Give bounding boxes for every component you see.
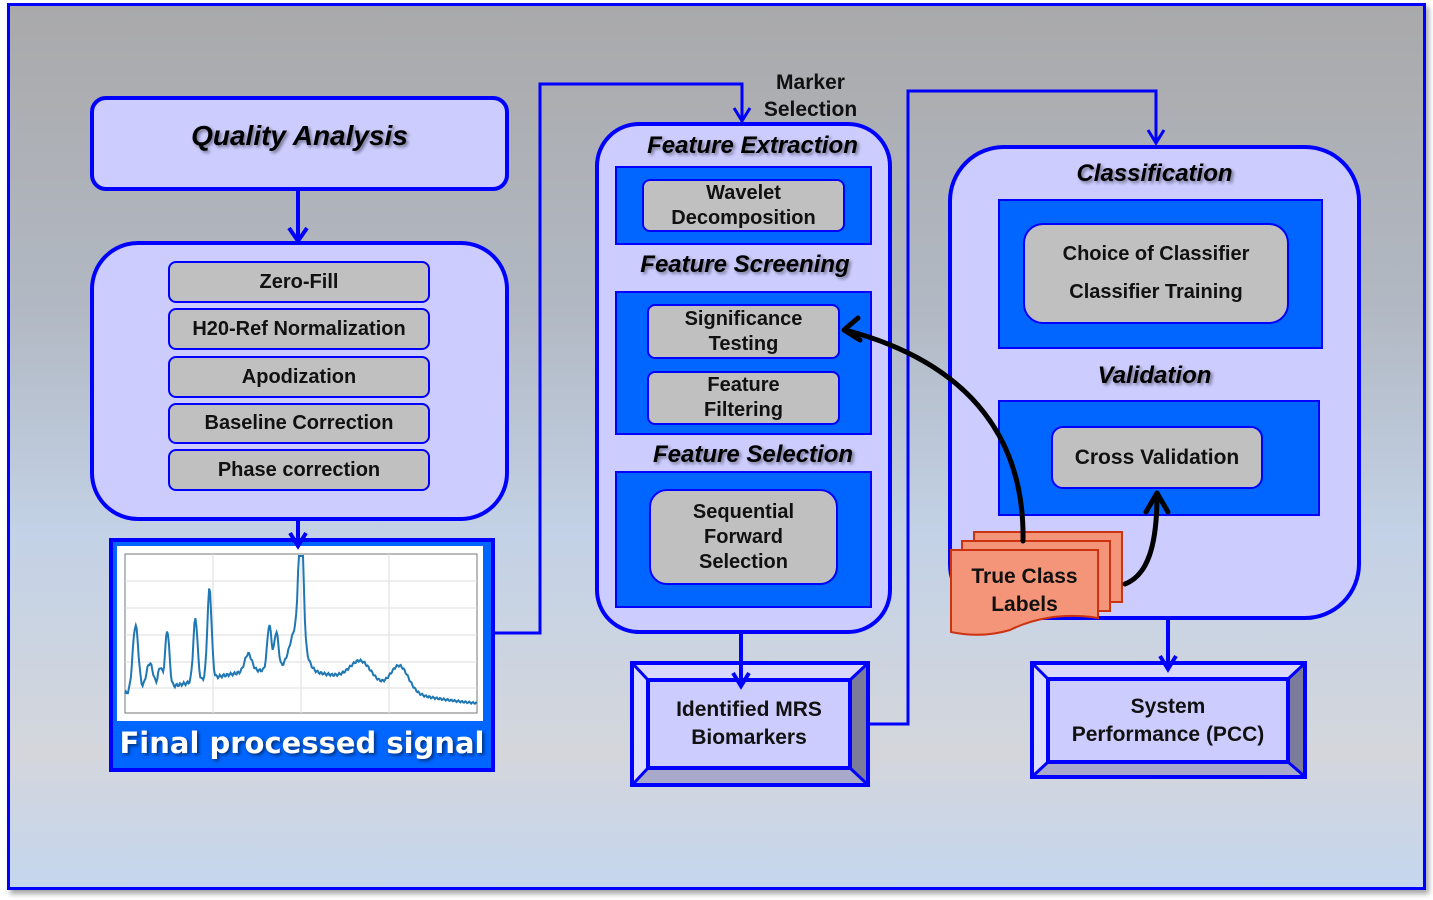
quality-analysis-title: Quality Analysis xyxy=(191,120,408,151)
true-class-labels-text: True Class Labels xyxy=(951,563,1098,619)
significance-line1: Significance xyxy=(684,307,803,330)
filtering-line1: Feature xyxy=(707,374,780,396)
sequential-forward-selection-item: Sequential Forward Selection xyxy=(649,489,838,585)
marker-selection-line1: Marker xyxy=(776,71,845,94)
true-class-line2: Labels xyxy=(991,593,1058,616)
preprocessing-step-zero-fill: Zero-Fill xyxy=(168,261,430,303)
final-signal-caption: Final processed signal xyxy=(119,726,485,760)
sfs-line1: Sequential xyxy=(692,500,795,523)
spectrum-svg xyxy=(124,553,478,714)
preprocessing-step-baseline-correction: Baseline Correction xyxy=(168,403,430,444)
classifier-item: Choice of Classifier Classifier Training xyxy=(1023,223,1289,324)
feature-selection-title: Feature Selection xyxy=(652,441,854,468)
preprocessing-step-apodization: Apodization xyxy=(168,356,430,398)
validation-title: Validation xyxy=(1097,362,1212,389)
feature-extraction-title: Feature Extraction xyxy=(647,132,858,159)
significance-line2: Testing xyxy=(708,332,779,355)
system-performance-label: System Performance (PCC) xyxy=(1050,681,1286,760)
significance-testing-item: Significance Testing xyxy=(647,304,840,359)
marker-selection-line2: Selection xyxy=(763,98,858,121)
final-signal-panel: Final processed signal xyxy=(109,538,495,772)
biomarkers-line2: Biomarkers xyxy=(691,726,807,749)
wavelet-line2: Decomposition xyxy=(671,206,816,229)
cross-validation-item: Cross Validation xyxy=(1051,426,1263,489)
wavelet-decomposition-item: Wavelet Decomposition xyxy=(642,179,845,232)
quality-analysis-box: Quality Analysis xyxy=(90,96,509,191)
wavelet-line1: Wavelet xyxy=(706,181,781,204)
preprocessing-step-phase-correction: Phase correction xyxy=(168,449,430,491)
spectrum-line xyxy=(124,555,478,706)
classification-title: Classification xyxy=(1076,160,1233,187)
sfs-line2: Forward xyxy=(704,525,783,548)
choice-of-classifier: Choice of Classifier xyxy=(1062,242,1250,265)
marker-selection-label: Marker Selection xyxy=(748,69,873,123)
biomarkers-label: Identified MRS Biomarkers xyxy=(650,682,848,766)
feature-screening-title: Feature Screening xyxy=(640,251,850,278)
true-class-line1: True Class xyxy=(971,565,1078,588)
feature-filtering-item: Feature Filtering xyxy=(647,371,840,425)
system-performance-line1: System xyxy=(1130,694,1206,718)
spectrum-plot xyxy=(117,546,483,721)
system-performance-line2: Performance (PCC) xyxy=(1071,722,1265,746)
sfs-line3: Selection xyxy=(699,550,788,573)
classifier-training: Classifier Training xyxy=(1069,281,1243,304)
preprocessing-step-h2o-normalization: H20-Ref Normalization xyxy=(168,308,430,350)
filtering-line2: Filtering xyxy=(704,399,783,421)
biomarkers-line1: Identified MRS xyxy=(676,698,822,721)
